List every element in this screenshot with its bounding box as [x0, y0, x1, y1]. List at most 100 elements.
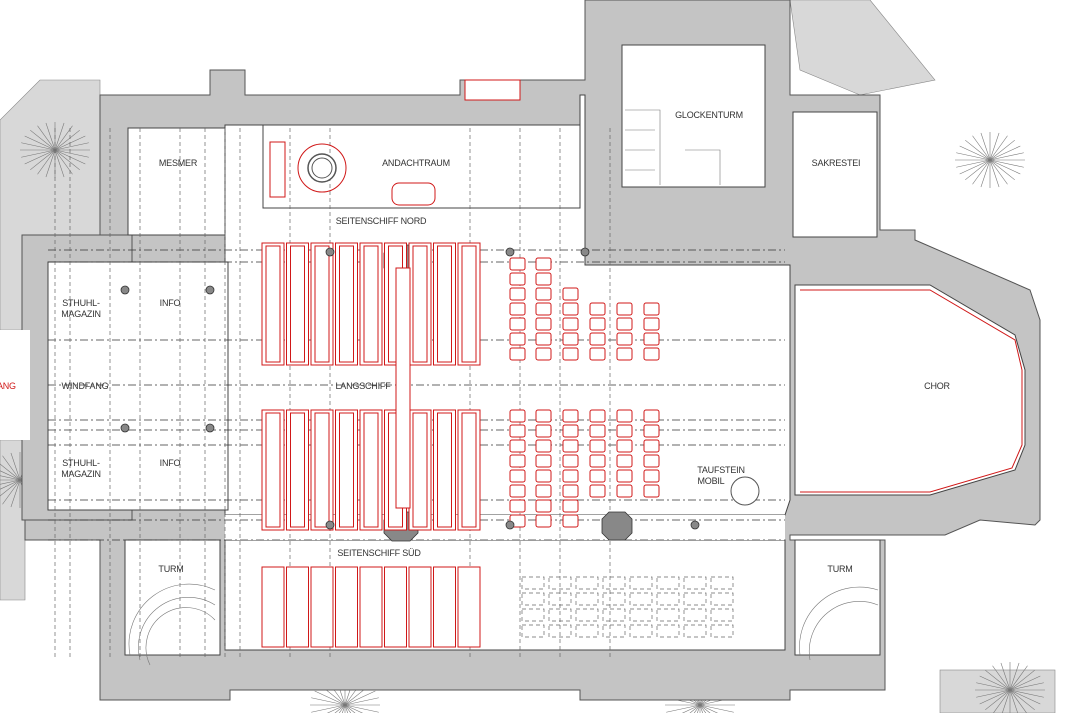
tree-branch: [326, 704, 346, 713]
stored-chair: [575, 608, 599, 622]
pew: [359, 409, 383, 531]
chair: [509, 287, 526, 301]
tree-branch: [30, 129, 56, 151]
tree-branch: [989, 159, 1024, 168]
tree-branch: [54, 149, 80, 171]
label-windfang: WINDFANG: [62, 381, 109, 391]
terrain-hatch-se: [939, 669, 1056, 713]
chair: [562, 347, 579, 361]
tree-branch: [980, 159, 991, 188]
tree-branch: [344, 697, 379, 706]
room-glockenturm: [621, 44, 766, 188]
chair: [643, 409, 660, 423]
tree-branch: [1009, 689, 1035, 711]
label-seitenschiff-sued: SEITENSCHIFF SÜD: [337, 548, 421, 558]
north-entrance: [464, 79, 521, 101]
tree-branch: [699, 704, 707, 713]
tree-branch: [54, 149, 65, 178]
label-seitenschiff-nord: SEITENSCHIFF NORD: [336, 216, 427, 226]
chair: [509, 454, 526, 468]
tree-branch: [989, 159, 1015, 181]
chair: [643, 424, 660, 438]
altar-table: [391, 182, 436, 206]
pew-seat: [412, 245, 428, 363]
chair: [616, 347, 633, 361]
stored-chair: [602, 608, 626, 622]
tree-branch: [699, 704, 719, 713]
chair: [589, 424, 606, 438]
stored-chair: [575, 576, 599, 590]
stored-chair: [710, 624, 734, 638]
column: [690, 520, 700, 530]
stored-chair: [548, 576, 572, 590]
tree-branch: [681, 704, 701, 713]
tree-branch: [344, 690, 376, 706]
stored-chair: [656, 592, 680, 606]
pew-seat: [461, 245, 477, 363]
tree-branch: [37, 149, 56, 175]
pew-seat: [339, 245, 354, 363]
pew-seat: [437, 412, 452, 528]
pew-seat: [339, 412, 354, 528]
tree-branch: [344, 704, 352, 713]
stored-chair: [548, 592, 572, 606]
chair: [589, 302, 606, 316]
stored-chair: [656, 608, 680, 622]
label-chor: CHOR: [924, 381, 950, 391]
pew: [384, 566, 407, 648]
chair: [535, 409, 552, 423]
label-sakrestei: SAKRESTEI: [812, 158, 861, 168]
tree-branch: [972, 159, 991, 185]
pew: [433, 566, 456, 648]
label-stuhlmagazin-north: STHUHL-: [62, 298, 100, 308]
stored-chair: [521, 608, 545, 622]
pew: [359, 566, 383, 648]
stored-chair: [521, 576, 545, 590]
pew: [310, 566, 334, 648]
stored-chair: [629, 608, 653, 622]
chair: [643, 469, 660, 483]
tree-branch: [21, 142, 56, 151]
label-taufstein: TAUFSTEIN: [697, 465, 745, 475]
tree-branch: [334, 704, 346, 713]
pew: [335, 409, 358, 531]
tree-branch: [344, 704, 356, 713]
label-taufstein-mobil: MOBIL: [697, 476, 724, 486]
tree-branch: [1009, 689, 1044, 698]
bench-andachtraum: [269, 141, 286, 198]
stored-chair: [602, 624, 626, 638]
tree-branch: [976, 689, 1011, 698]
tree-branch: [54, 122, 65, 151]
pew: [457, 242, 481, 366]
chair: [535, 424, 552, 438]
chair: [589, 469, 606, 483]
chair: [535, 484, 552, 498]
chair: [535, 514, 552, 528]
tree-branch: [344, 704, 348, 713]
chair: [509, 499, 526, 513]
pillar: [601, 511, 633, 541]
tree-branch: [1009, 689, 1041, 705]
stored-chair: [629, 592, 653, 606]
chair: [535, 499, 552, 513]
tree-branch: [992, 665, 1011, 691]
tree-branch: [972, 135, 991, 161]
stored-chair: [575, 624, 599, 638]
chair: [535, 317, 552, 331]
tree-branch: [0, 475, 21, 481]
pew-seat: [290, 245, 305, 363]
chair: [562, 454, 579, 468]
label-turm-west: TURM: [158, 564, 183, 574]
stored-chair: [710, 608, 734, 622]
chair: [509, 347, 526, 361]
room-sakrestei: [792, 111, 878, 238]
tree-branch: [666, 704, 701, 713]
chair: [509, 332, 526, 346]
chair: [616, 302, 633, 316]
pew: [408, 242, 432, 366]
chair: [509, 469, 526, 483]
tree-branch: [54, 149, 73, 175]
chair: [643, 484, 660, 498]
label-langschiff: LANGSCHIFF: [335, 381, 391, 391]
